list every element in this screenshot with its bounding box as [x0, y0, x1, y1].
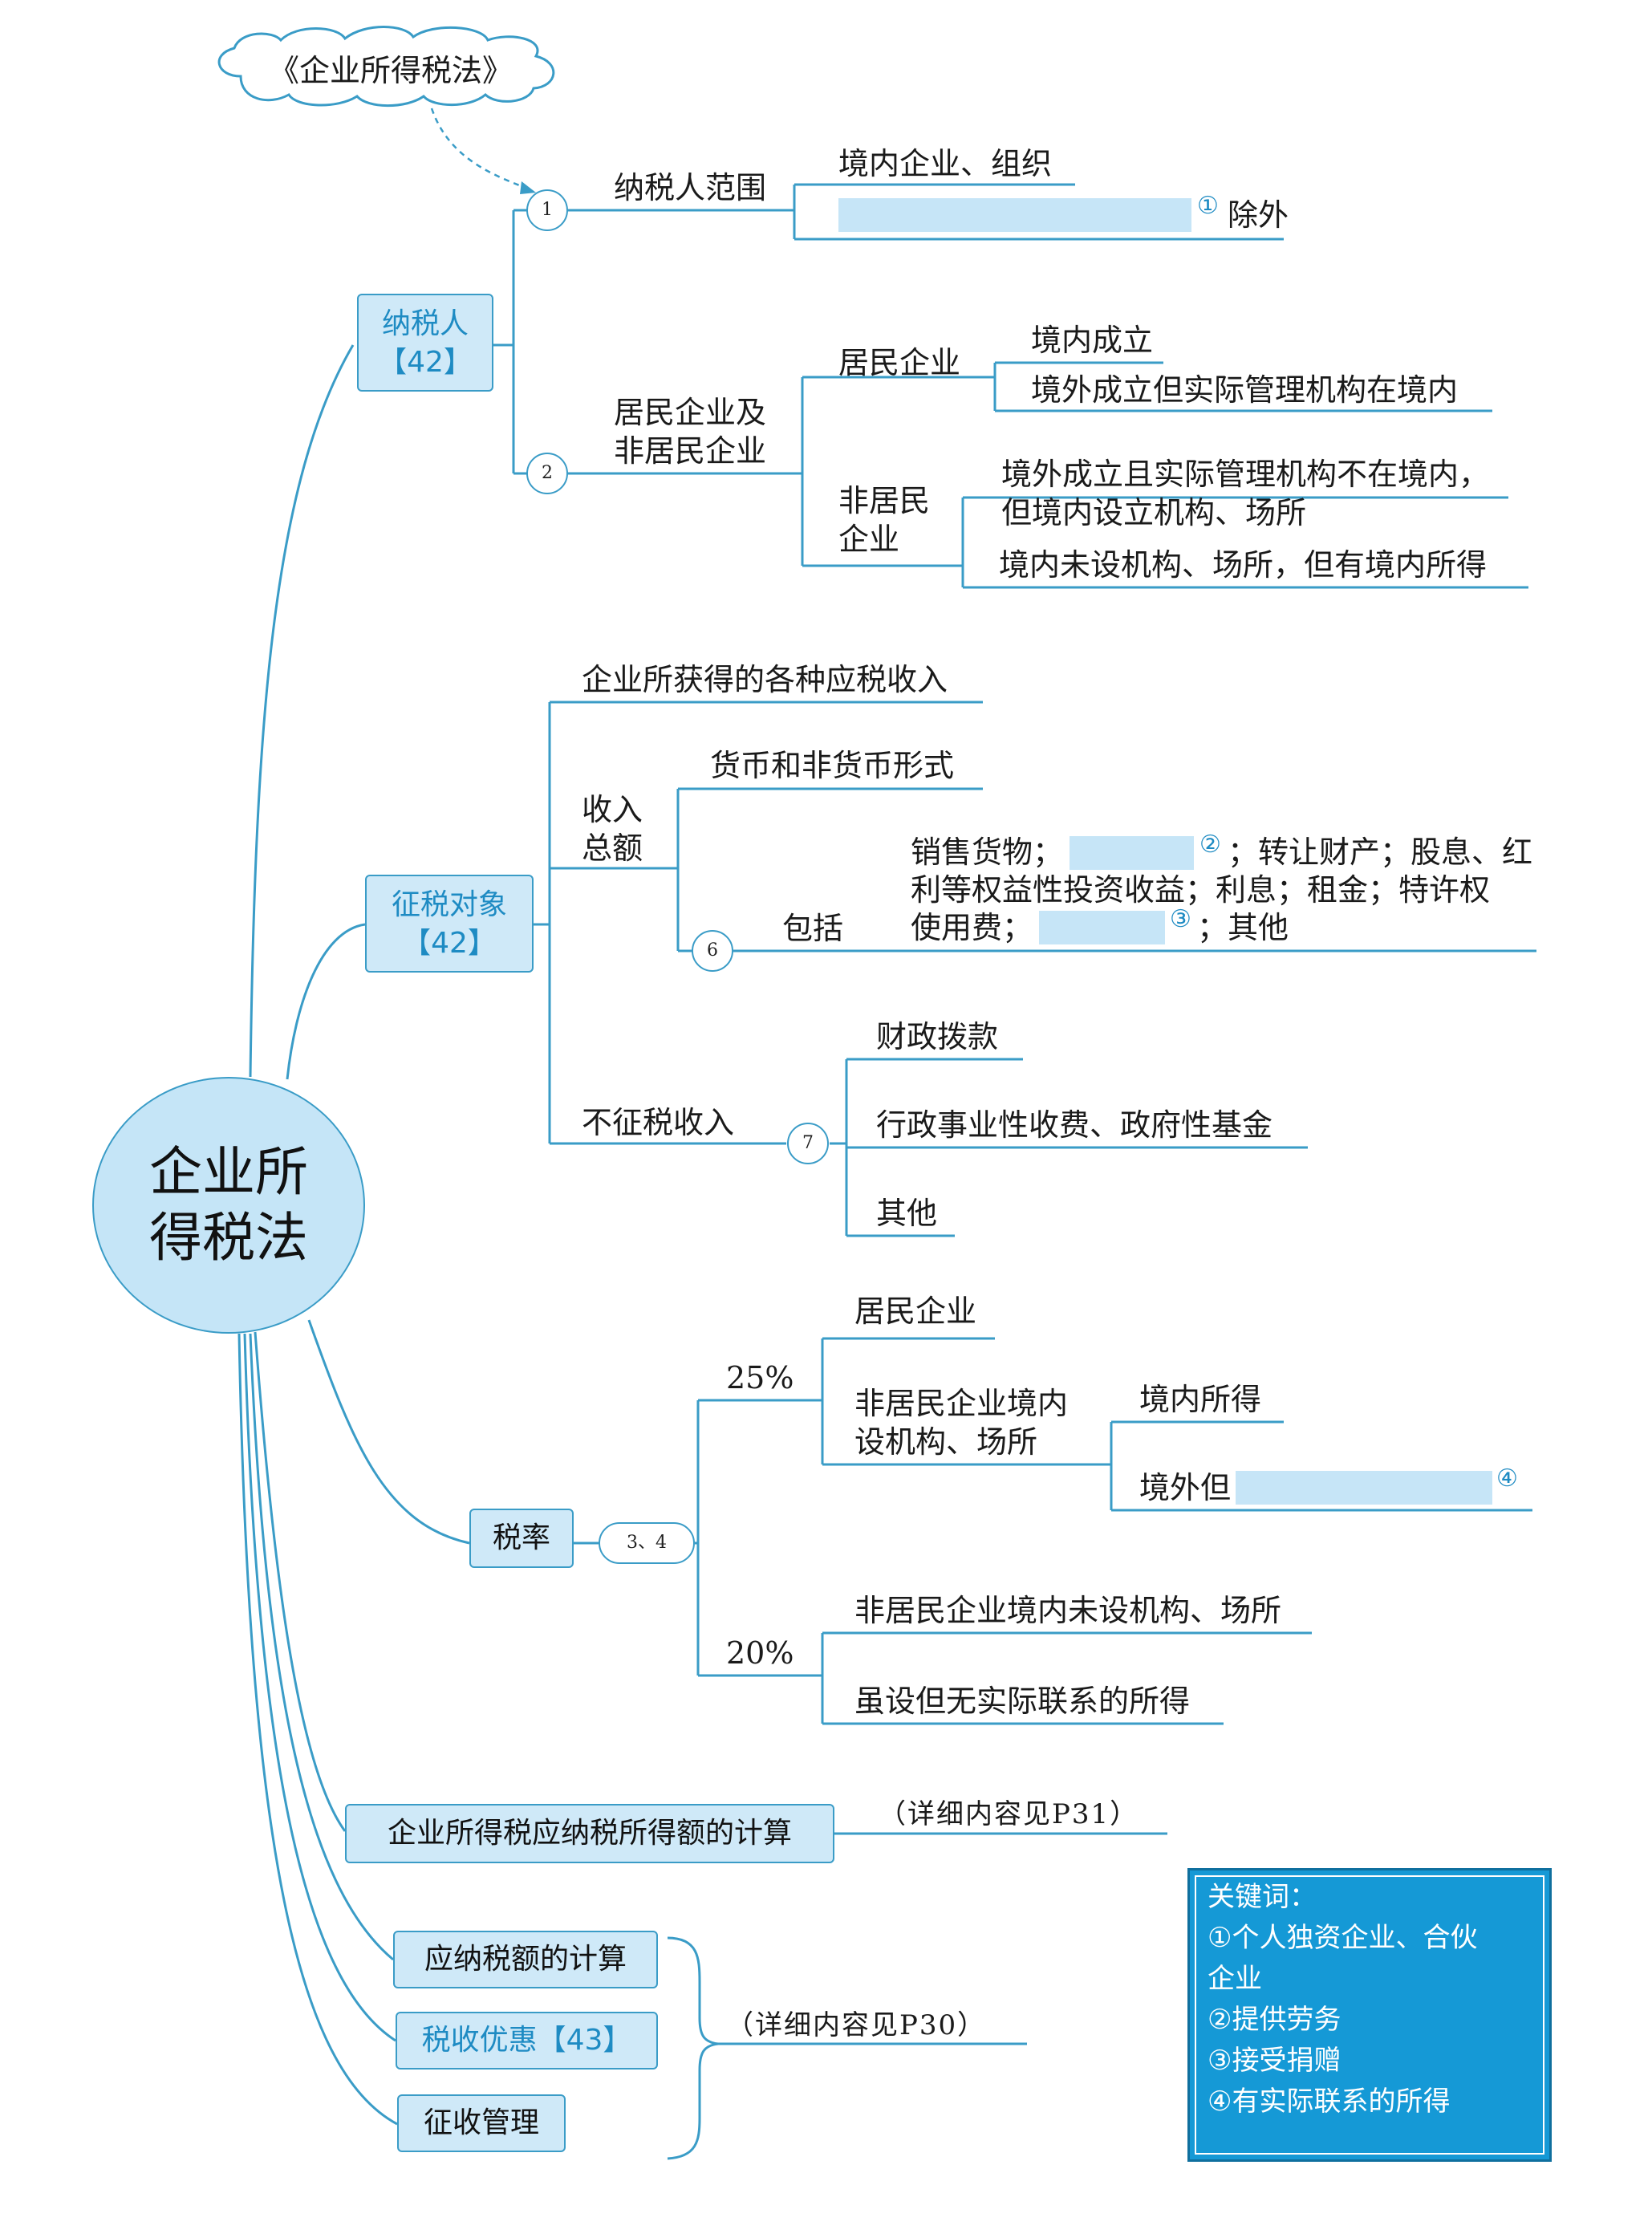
includes-line2: 利等权益性投资收益；利息；租金；特许权 — [911, 872, 1491, 908]
includes-label: 包括 — [782, 911, 844, 946]
includes-line1-b: ；转让财产；股息、红 — [1228, 835, 1533, 870]
cloud-shape — [217, 26, 555, 108]
tax-admin-node[interactable]: 征收管理 — [397, 2094, 566, 2152]
all-income-text: 企业所获得的各种应税收入 — [582, 662, 948, 697]
total-income-label: 收入 总额 — [582, 792, 643, 866]
nontax-item-1: 财政拨款 — [876, 1019, 999, 1054]
keyword-1: ①个人独资企业、合伙 企业 — [1208, 1922, 1478, 1995]
keyword-mark-2: ② — [1199, 831, 1221, 859]
step-number-2: 2 — [526, 453, 568, 494]
keywords-title: 关键词： — [1208, 1881, 1317, 1913]
blank-1 — [838, 198, 1191, 232]
nonresident-b-text: 境内未设机构、场所，但有境内所得 — [999, 547, 1488, 583]
tax-rate-node[interactable]: 税率 — [469, 1509, 574, 1568]
blank-2 — [1070, 836, 1194, 870]
keyword-3: ③接受捐赠 — [1208, 2045, 1341, 2077]
rate-25-foreign-but: 境外但 — [1139, 1470, 1232, 1505]
cloud-note: 《企业所得税法》 — [269, 53, 513, 88]
forms-text: 货币和非货币形式 — [710, 748, 955, 783]
blank-3 — [1039, 911, 1165, 944]
keywords-panel: 关键词： ①个人独资企业、合伙 企业 ②提供劳务 ③接受捐赠 ④有实际联系的所得 — [1187, 1868, 1552, 2162]
rate-25-label: 25% — [726, 1360, 794, 1395]
rate-20-b: 虽设但无实际联系的所得 — [854, 1684, 1191, 1719]
rate-20-a: 非居民企业境内未设机构、场所 — [854, 1593, 1282, 1628]
blank-4 — [1236, 1471, 1492, 1505]
resident-a-text: 境内成立 — [1031, 323, 1154, 358]
central-topic: 企业所 得税法 — [92, 1077, 365, 1334]
includes-line1-a: 销售货物； — [911, 835, 1064, 870]
step-number-6: 6 — [692, 930, 733, 972]
nonresident-a-text: 境外成立且实际管理机构不在境内， 但境内设立机构、场所 — [1001, 457, 1490, 530]
nontax-item-3: 其他 — [876, 1196, 938, 1231]
resident-b-text: 境外成立但实际管理机构在境内 — [1031, 372, 1459, 408]
keyword-mark-4: ④ — [1496, 1464, 1518, 1493]
nontax-item-2: 行政事业性收费、政府性基金 — [876, 1107, 1273, 1143]
p31-note: （详细内容见P31） — [879, 1798, 1139, 1830]
taxable-income-node[interactable]: 企业所得税应纳税所得额的计算 — [345, 1804, 834, 1863]
resident-types-label: 居民企业及 非居民企业 — [614, 395, 767, 469]
domestic-enterprise-text: 境内企业、组织 — [838, 146, 1053, 181]
tax-incentives-node[interactable]: 税收优惠【43】 — [396, 2012, 658, 2069]
rate-25-nonresident-est: 非居民企业境内 设机构、场所 — [854, 1386, 1069, 1460]
rate-20-label: 20% — [726, 1635, 794, 1671]
tax-payable-node[interactable]: 应纳税额的计算 — [393, 1931, 658, 1988]
taxpayer-node[interactable]: 纳税人 【42】 — [357, 294, 493, 392]
dashed-arrow — [430, 108, 530, 191]
nontax-income-label: 不征税收入 — [582, 1105, 735, 1140]
includes-line3-a: 使用费； — [911, 910, 1033, 945]
step-number-7: 7 — [787, 1123, 829, 1164]
keyword-mark-3: ③ — [1170, 905, 1191, 933]
step-number-3-4: 3、4 — [599, 1522, 695, 1564]
nonresident-label: 非居民 企业 — [838, 483, 931, 557]
except-text: 除外 — [1228, 197, 1289, 233]
keyword-2: ②提供劳务 — [1208, 2004, 1341, 2036]
keyword-4: ④有实际联系的所得 — [1208, 2086, 1451, 2118]
includes-line3-b: ；其他 — [1197, 910, 1289, 945]
resident-enterprise-label: 居民企业 — [838, 345, 961, 380]
p30-note: （详细内容见P30） — [726, 2009, 987, 2041]
taxpayer-scope-label: 纳税人范围 — [614, 170, 767, 205]
rate-25-domestic-income: 境内所得 — [1139, 1382, 1262, 1417]
brace — [667, 1936, 719, 2160]
keyword-mark-1: ① — [1197, 192, 1219, 220]
rate-25-resident: 居民企业 — [854, 1294, 977, 1329]
tax-object-node[interactable]: 征税对象 【42】 — [365, 875, 534, 973]
step-number-1: 1 — [526, 189, 568, 231]
